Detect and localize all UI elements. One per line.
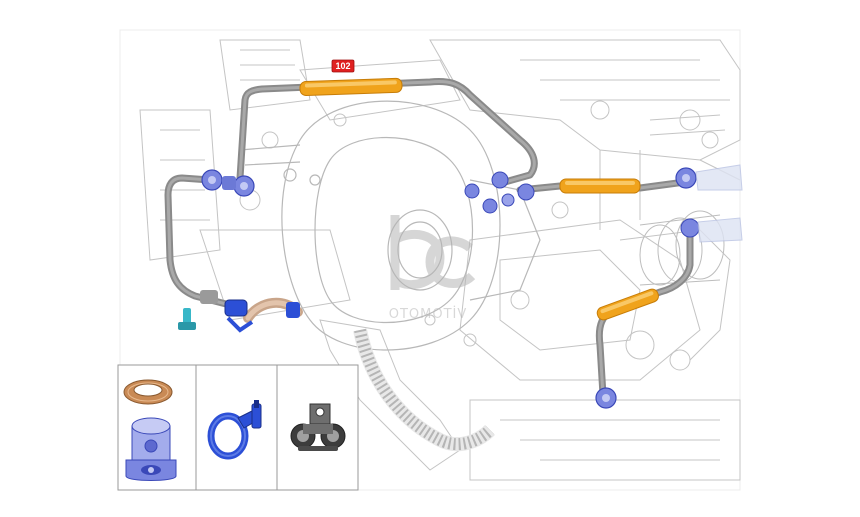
fitting-bolt-loose bbox=[178, 308, 196, 330]
callout-label: 102 bbox=[331, 59, 355, 73]
watermark-text: OTOMOTİV bbox=[389, 306, 468, 322]
fitting-group-center-right bbox=[464, 171, 535, 214]
inset-parts-panel bbox=[117, 364, 359, 491]
pipe-left bbox=[164, 174, 234, 309]
washer-icon bbox=[123, 379, 173, 405]
corrugated-drain-hose bbox=[353, 328, 495, 452]
clip-icon bbox=[290, 403, 346, 451]
fitting-banjo-upper-left bbox=[201, 169, 255, 197]
fitting-right-upper bbox=[675, 164, 743, 191]
pipe-fittings bbox=[178, 164, 743, 409]
banjo-bolt-icon bbox=[125, 417, 177, 481]
pipe-top bbox=[236, 78, 538, 186]
fitting-lower-left bbox=[200, 290, 300, 333]
callout-label-text: 102 bbox=[335, 61, 350, 71]
fitting-right-lower bbox=[595, 217, 743, 409]
hose-clamp-icon bbox=[207, 400, 262, 460]
highlighted-pipe-sleeves bbox=[299, 77, 659, 321]
watermark-logo: OTOMOTİV bbox=[389, 215, 476, 322]
